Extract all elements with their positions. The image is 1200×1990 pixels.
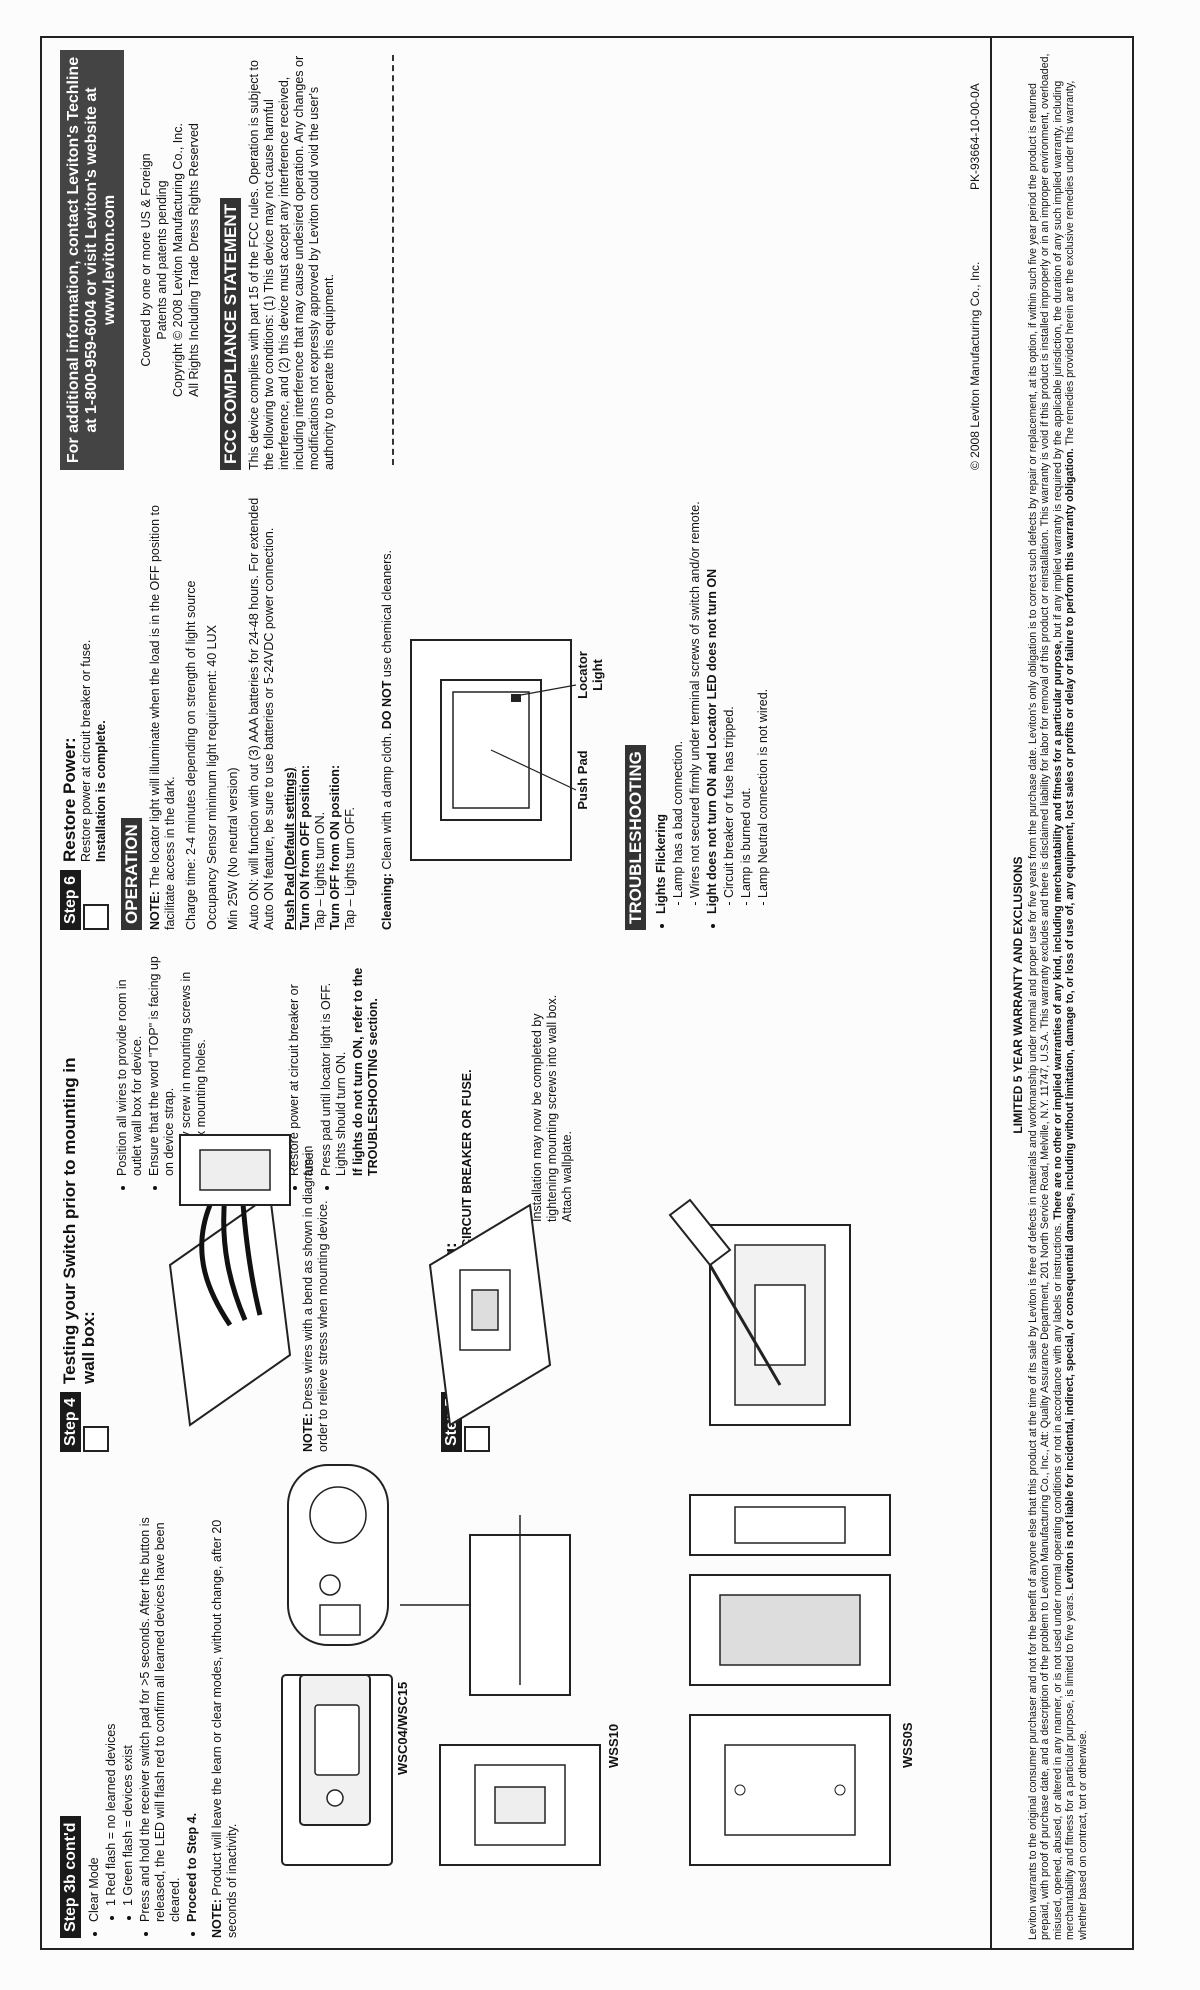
proceed-item: Proceed to Step 4. bbox=[185, 1498, 200, 1922]
note-label: NOTE: bbox=[210, 1899, 224, 1938]
cleaning-label: Cleaning: bbox=[380, 873, 394, 930]
turn-off-text: Tap – Lights turn OFF. bbox=[343, 807, 357, 930]
warranty-section: LIMITED 5 YEAR WARRANTY AND EXCLUSIONS L… bbox=[1011, 50, 1090, 1940]
part-code: PK-93664-10-00-0A bbox=[968, 83, 982, 190]
step6-text: Restore power at circuit breaker or fuse… bbox=[79, 639, 93, 862]
no-on-n3: Lamp Neutral connection is not wired. bbox=[756, 490, 771, 898]
cleaning-text: Clean with a damp cloth. bbox=[380, 729, 394, 874]
flicker-text: Lights Flickering bbox=[654, 813, 668, 914]
warranty-title: LIMITED 5 YEAR WARRANTY AND EXCLUSIONS bbox=[1011, 856, 1025, 1134]
step6-label: Step 6 bbox=[60, 869, 81, 930]
caption-wss0s: WSS0S bbox=[900, 1722, 915, 1768]
clear-mode-item: Clear Mode 1 Red flash = no learned devi… bbox=[87, 1498, 136, 1922]
bottom-copyright: © 2008 Leviton Manufacturing Co., Inc. bbox=[968, 261, 982, 470]
column-step6: Step 6 Restore Power: Restore power at c… bbox=[60, 490, 773, 930]
flicker-f2: Wires not secured firmly under terminal … bbox=[688, 490, 703, 898]
operation-cleaning: Cleaning: Clean with a damp cloth. DO NO… bbox=[380, 490, 395, 930]
push-pad-caption: Push Pad bbox=[575, 750, 590, 810]
operation-note-text: The locator light will illuminate when t… bbox=[148, 505, 177, 930]
no-on-n2: Lamp is burned out. bbox=[739, 490, 754, 899]
locator-light-caption: Locator Light bbox=[575, 651, 605, 699]
operation-auto-on: Auto ON: will function with out (3) AAA … bbox=[247, 497, 276, 930]
column-info: For additional information, contact Levi… bbox=[60, 50, 343, 470]
step4-header: Step 4 Testing your Switch prior to moun… bbox=[60, 962, 109, 1452]
warranty-text-2: There are no other or implied warranties… bbox=[1051, 640, 1064, 1220]
cut-line bbox=[392, 55, 394, 465]
operation-min: Min 25W (No neutral version) bbox=[226, 767, 240, 930]
turn-on-heading: Turn ON from OFF position: bbox=[298, 764, 312, 930]
operation-note-label: NOTE: bbox=[148, 891, 162, 930]
no-on-item: Light does not turn ON and Locator LED d… bbox=[705, 490, 771, 914]
step4-label: Step 4 bbox=[60, 1391, 81, 1452]
patents-line-4: All Rights Including Trade Dress Rights … bbox=[187, 123, 201, 397]
patents-line-1: Covered by one or more US & Foreign bbox=[139, 153, 153, 367]
step6-title: Restore Power: bbox=[60, 737, 79, 862]
no-on-n1: Circuit breaker or fuse has tripped. bbox=[722, 490, 737, 898]
clear-mode-text: Clear Mode bbox=[87, 1857, 101, 1922]
flicker-item: Lights Flickering Lamp has a bad connect… bbox=[654, 490, 703, 914]
patents-line-2: Patents and patents pending bbox=[155, 180, 169, 340]
warranty-text: Leviton warrants to the original consume… bbox=[1027, 50, 1090, 1940]
operation-heading: OPERATION bbox=[121, 818, 142, 930]
note-text: Product will leave the learn or clear mo… bbox=[210, 1519, 239, 1938]
operation-note: NOTE: The locator light will illuminate … bbox=[148, 490, 178, 930]
green-flash-item: 1 Green flash = devices exist bbox=[121, 1498, 136, 1906]
troubleshooting-heading: TROUBLESHOOTING bbox=[625, 745, 646, 930]
turn-on-text: Tap – Lights turn ON. bbox=[313, 811, 327, 930]
fcc-heading: FCC COMPLIANCE STATEMENT bbox=[220, 197, 241, 470]
cleaning-end: use chemical cleaners. bbox=[380, 549, 394, 681]
step4-checkbox[interactable] bbox=[83, 1426, 109, 1452]
patents-line-3: Copyright © 2008 Leviton Manufacturing C… bbox=[171, 123, 185, 397]
troubleshooting-list: Lights Flickering Lamp has a bad connect… bbox=[654, 490, 771, 930]
step6-complete: Installation is complete. bbox=[94, 720, 108, 862]
cleaning-do-not: DO NOT bbox=[380, 680, 394, 730]
techline-info-box: For additional information, contact Levi… bbox=[60, 50, 124, 470]
warranty-divider bbox=[990, 38, 992, 1950]
step-illustrations bbox=[168, 1134, 851, 1427]
step4-b1: Position all wires to provide room in ou… bbox=[115, 956, 145, 1176]
step6-checkbox[interactable] bbox=[83, 904, 109, 930]
operation-charge: Charge time: 2-4 minutes depending on st… bbox=[184, 580, 198, 930]
red-flash-item: 1 Red flash = no learned devices bbox=[104, 1498, 119, 1906]
fcc-text: This device complies with part 15 of the… bbox=[247, 55, 336, 470]
device-illustrations bbox=[281, 1464, 891, 1866]
step3b-note: NOTE: Product will leave the learn or cl… bbox=[210, 1498, 240, 1938]
step3b-label: Step 3b cont'd bbox=[60, 1816, 81, 1938]
step4-title: Testing your Switch prior to mounting in… bbox=[60, 1057, 98, 1384]
push-pad-heading: Push Pad (Default settings) bbox=[283, 767, 297, 930]
flicker-f1: Lamp has a bad connection. bbox=[671, 490, 686, 898]
patents-block: Covered by one or more US & Foreign Pate… bbox=[138, 50, 202, 470]
press-hold-item: Press and hold the receiver switch pad f… bbox=[138, 1498, 183, 1922]
step6-header: Step 6 Restore Power: Restore power at c… bbox=[60, 490, 109, 930]
caption-wss10: WSS10 bbox=[606, 1723, 621, 1768]
column-step3b: Step 3b cont'd Clear Mode 1 Red flash = … bbox=[60, 1498, 246, 1938]
no-on-text: Light does not turn ON and Locator LED d… bbox=[705, 568, 719, 914]
operation-occupancy: Occupancy Sensor minimum light requireme… bbox=[205, 625, 219, 930]
turn-off-heading: Turn OFF from ON position: bbox=[328, 764, 342, 930]
switch-diagram bbox=[410, 639, 577, 861]
step3b-list: Clear Mode 1 Red flash = no learned devi… bbox=[87, 1498, 200, 1938]
warranty-text-4: Leviton is not liable for incidental, in… bbox=[1064, 448, 1077, 1590]
caption-wsc: WSC04/WSC15 bbox=[395, 1681, 410, 1775]
